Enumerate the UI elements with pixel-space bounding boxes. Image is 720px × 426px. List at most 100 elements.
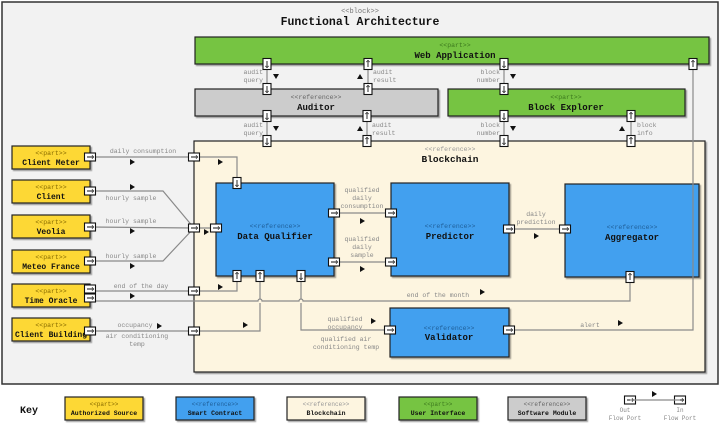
flow-line-occupancy bbox=[90, 303, 261, 332]
key-out-port-label-b: Flow Port bbox=[609, 415, 641, 422]
port-dq-qualified-occupancy-arrow-icon bbox=[299, 273, 303, 281]
port-time-oracle-out-day-arrow-icon bbox=[87, 287, 95, 291]
port-webapp-audit-query bbox=[262, 57, 272, 71]
auditor-block[interactable] bbox=[194, 88, 439, 117]
flow-line-hourly-client bbox=[90, 190, 195, 229]
port-auditor-out-query bbox=[262, 109, 272, 123]
predictor-block[interactable] bbox=[390, 182, 510, 277]
arrow-right-qualified-consumption bbox=[360, 218, 365, 224]
arrow-right-qualified-occupancy bbox=[371, 318, 376, 324]
key-software-module bbox=[507, 396, 587, 421]
arrow-right-alert bbox=[618, 320, 623, 326]
label-air-conditioning-temp-b: temp bbox=[129, 341, 145, 348]
label-hourly-sample-veolia: hourly sample bbox=[106, 218, 157, 225]
label-block-number-2a: block bbox=[480, 122, 500, 129]
port-validator-in-arrow-icon bbox=[387, 328, 395, 332]
port-predictor-in-sample-arrow-icon bbox=[388, 260, 396, 264]
label-block-info-b: info bbox=[637, 130, 653, 137]
port-webapp-alert-arrow-icon bbox=[691, 59, 695, 67]
flow-arrows bbox=[130, 74, 625, 329]
veolia-name: Veolia bbox=[37, 228, 66, 237]
client-building-stereotype: <<part>> bbox=[35, 322, 66, 329]
label-alert: alert bbox=[580, 322, 600, 329]
key-flow-arrow bbox=[652, 391, 657, 397]
label-qualified-daily-sample-a: qualified bbox=[344, 236, 379, 243]
port-blockchain-hourly bbox=[187, 223, 201, 233]
block-explorer-block[interactable] bbox=[447, 88, 686, 117]
port-blockchain-block-info-arrow-icon bbox=[629, 136, 633, 144]
port-dq-end-of-day-arrow-icon bbox=[235, 271, 239, 279]
client-building-name: Client Building bbox=[15, 331, 87, 340]
port-blockchain-end-of-day bbox=[187, 286, 201, 296]
key-software-module-stereotype: <<reference>> bbox=[524, 401, 571, 408]
port-dq-occupancy bbox=[255, 269, 265, 283]
port-auditor-in-query bbox=[262, 82, 272, 96]
port-webapp-audit-query-arrow-icon bbox=[265, 61, 269, 69]
port-webapp-audit-result-arrow-icon bbox=[366, 59, 370, 67]
port-time-oracle-out-day bbox=[83, 284, 97, 294]
web-application-name: Web Application bbox=[414, 51, 495, 61]
label-qualified-daily-consumption-a: qualified bbox=[344, 187, 379, 194]
port-dq-end-of-day bbox=[232, 269, 242, 283]
port-blockchain-hourly-arrow-icon bbox=[191, 226, 199, 230]
port-blockchain-end-of-day-arrow-icon bbox=[191, 289, 199, 293]
port-validator-out-arrow-icon bbox=[506, 328, 514, 332]
flow-line-daily-consumption bbox=[90, 156, 238, 183]
port-blockchain-audit-query-arrow-icon bbox=[265, 138, 269, 146]
label-qualified-daily-sample-b: daily bbox=[352, 244, 372, 251]
key-title: Key bbox=[20, 406, 38, 417]
data-qualifier-block[interactable] bbox=[215, 182, 335, 277]
flow-line-end-of-day bbox=[90, 276, 238, 292]
arrow-down-block-number-2 bbox=[510, 126, 516, 131]
label-hourly-sample-meteo: hourly sample bbox=[106, 253, 157, 260]
label-audit-query-2a: audit bbox=[243, 122, 263, 129]
port-explorer-out-number bbox=[499, 109, 509, 123]
validator-stereotype: <<reference>> bbox=[424, 325, 475, 332]
port-blockchain-audit-query bbox=[262, 134, 272, 148]
key-software-module-label: Software Module bbox=[518, 410, 577, 417]
time-oracle-name: Time Oracle bbox=[25, 297, 78, 306]
label-audit-result-2b: result bbox=[372, 130, 396, 137]
flow-line-alert bbox=[509, 64, 694, 331]
port-time-oracle-out-month-arrow-icon bbox=[87, 296, 95, 300]
label-audit-result-1b: result bbox=[373, 77, 397, 84]
web-application-block[interactable] bbox=[194, 36, 710, 65]
arrow-right-end-of-month bbox=[480, 289, 485, 295]
port-aggregator-in bbox=[558, 224, 572, 234]
port-client-out bbox=[83, 186, 97, 196]
port-explorer-in-info-arrow-icon bbox=[629, 111, 633, 119]
port-blockchain-audit-result bbox=[362, 134, 372, 148]
port-predictor-in-sample bbox=[384, 257, 398, 267]
port-dq-daily-consumption bbox=[232, 176, 242, 190]
port-predictor-in-consumption-arrow-icon bbox=[388, 211, 396, 215]
label-daily-prediction-a: daily bbox=[526, 211, 546, 218]
arrow-right-daily-consumption bbox=[130, 159, 135, 165]
arrow-up-block-info bbox=[619, 126, 625, 131]
label-qualified-daily-consumption-b: daily bbox=[352, 195, 372, 202]
block-explorer-stereotype: <<part>> bbox=[550, 94, 581, 101]
port-dq-occupancy-arrow-icon bbox=[258, 271, 262, 279]
port-explorer-out-number-arrow-icon bbox=[502, 113, 506, 121]
label-air-conditioning-temp-a: air conditioning bbox=[106, 333, 169, 340]
aggregator-stereotype: <<reference>> bbox=[607, 224, 658, 231]
port-explorer-in-number bbox=[499, 82, 509, 96]
key-blockchain bbox=[286, 396, 366, 421]
port-dq-out-sample-arrow-icon bbox=[331, 260, 339, 264]
port-time-oracle-out-month bbox=[83, 293, 97, 303]
port-client-building-out-arrow-icon bbox=[87, 329, 95, 333]
flow-line-hourly-veolia bbox=[89, 226, 195, 229]
port-aggregator-end-of-month-arrow-icon bbox=[628, 272, 632, 280]
port-client-meter-out bbox=[83, 152, 97, 162]
blockchain-name: Blockchain bbox=[421, 154, 478, 165]
port-validator-out bbox=[502, 325, 516, 335]
port-meteo-out bbox=[83, 256, 97, 266]
port-meteo-out-arrow-icon bbox=[87, 259, 95, 263]
port-blockchain-block-number-arrow-icon bbox=[502, 138, 506, 146]
label-occupancy: occupancy bbox=[117, 322, 152, 329]
port-blockchain-occupancy-arrow-icon bbox=[191, 329, 199, 333]
arrow-right-daily-prediction bbox=[534, 233, 539, 239]
port-blockchain-occupancy bbox=[187, 326, 201, 336]
key-in-port-label-b: Flow Port bbox=[664, 415, 696, 422]
port-auditor-out-query-arrow-icon bbox=[265, 113, 269, 121]
